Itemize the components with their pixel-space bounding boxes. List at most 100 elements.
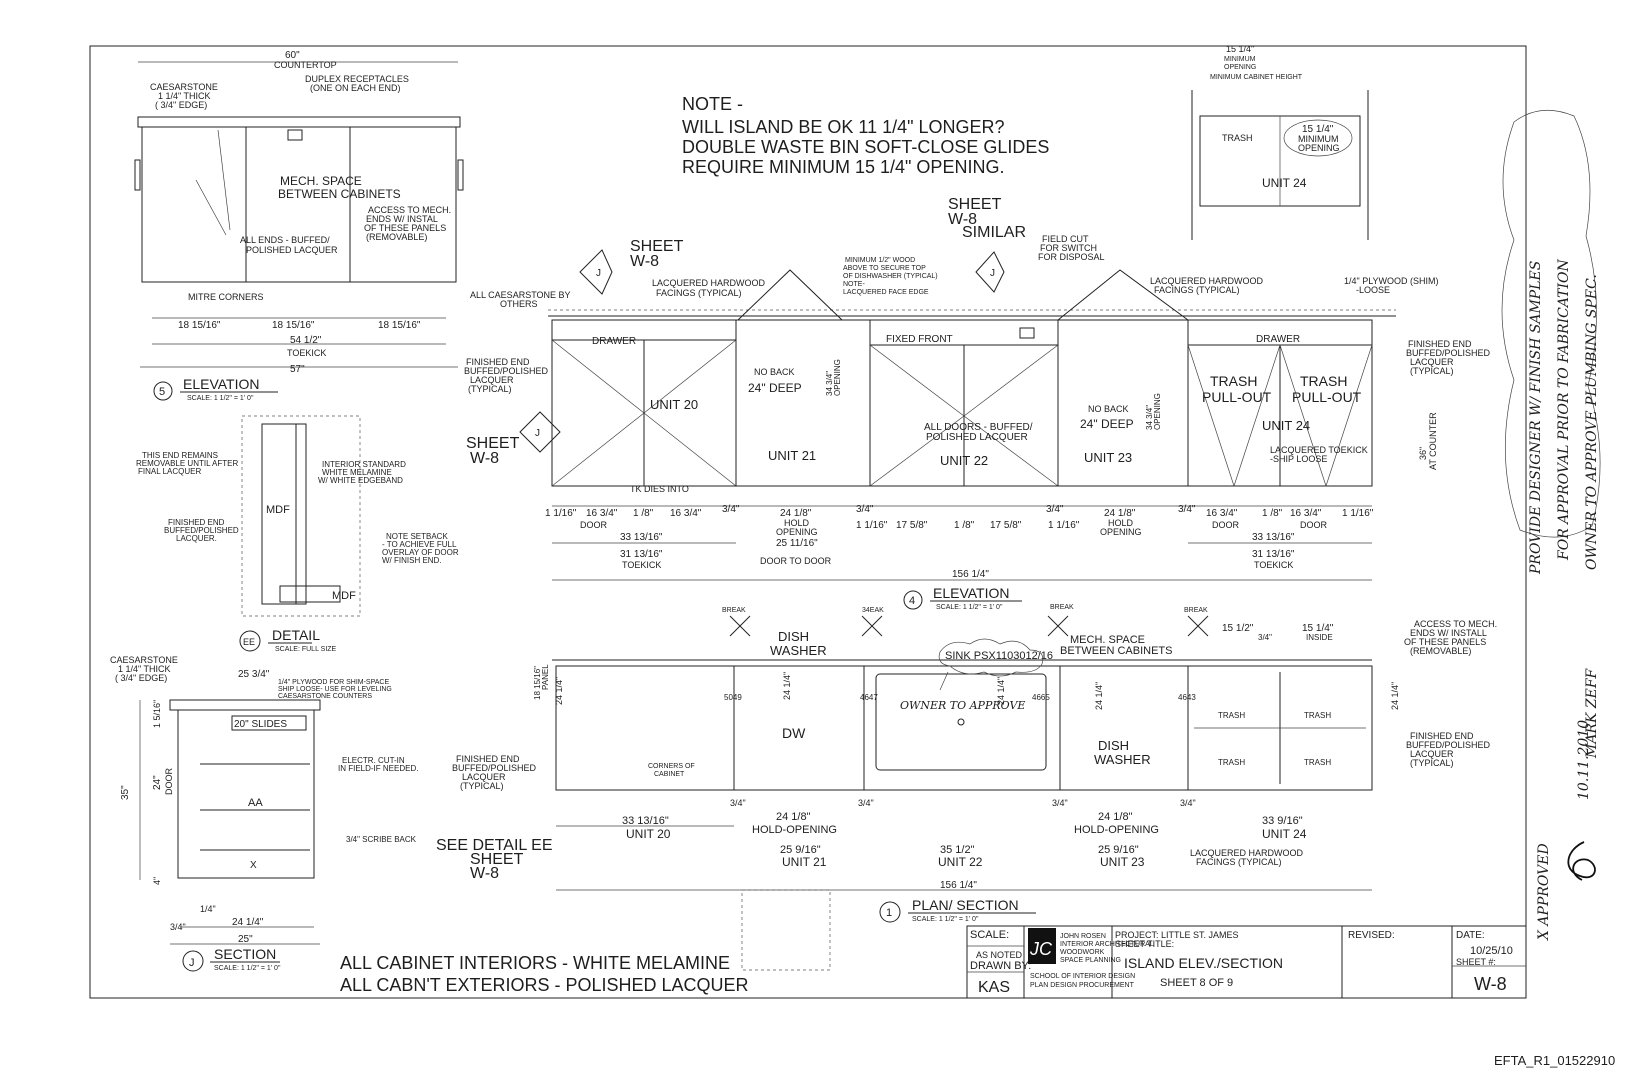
elev4-allcaesar-2: OTHERS [500,299,538,309]
elev4-trash-2a: TRASH [1300,373,1347,389]
trash-d1: 15 1/4" [1226,44,1254,54]
plan-mech-2: BETWEEN CABINETS [1060,645,1172,657]
plan-inside: INSIDE [1306,633,1333,642]
plan-n4: 4643 [1178,693,1196,702]
section-w34: 3/4" [170,922,186,932]
elev5-dim-4: 54 1/2" [290,335,322,346]
detail-setback-1: NOTE SETBACK [386,532,448,541]
elev4-open-2: 34 3/4" [1145,405,1154,430]
plan-lacq-2: FACINGS (TYPICAL) [1196,857,1282,867]
elev4-dim-b: 16 3/4" [586,508,618,519]
detail-fin-3: LACQUER. [176,534,217,543]
section-j: CAESARSTONE 1 1/4" THICK ( 3/4" EDGE) 25… [110,655,418,972]
elev4-drawer-1: DRAWER [592,336,636,347]
elev4-open-2b: OPENING [1153,393,1162,430]
plan-u21-d: UNIT 21 [782,855,827,869]
elev4-min-1: MINIMUM 1/2" WOOD [845,257,915,264]
plan-trash-1: TRASH [1218,711,1245,720]
handwritten-notes: OWNER TO APPROVE PROVIDE DESIGNER W/ FIN… [900,109,1601,941]
elev4-door-1: DOOR [580,520,608,530]
plan-access-1: ACCESS TO MECH. [1414,619,1497,629]
elev4-dim-e: 3/4" [722,504,740,515]
elev4-sheet-2: SHEET [948,196,1002,213]
plan-break-2: 34EAK [862,607,884,614]
plan-corners-1: CORNERS OF [648,763,695,770]
elev5-dim-1: 18 15/16" [178,320,221,331]
elev4-flag-2: J [990,268,995,279]
elev4-dim-o: 3/4" [1178,504,1196,515]
elev5-toekick: TOEKICK [287,348,326,358]
elev5-access-2: ENDS W/ INSTAL [366,214,438,224]
elev4-dim-x: 31 13/16" [1252,549,1295,560]
bottom-note-2: ALL CABN'T EXTERIORS - POLISHED LACQUER [340,975,749,995]
plan-see-3: W-8 [470,865,499,882]
elev4-min-3: OF DISHWASHER (TYPICAL) [843,273,938,280]
plan-s34-b: 3/4" [858,798,874,808]
plan-u21-c: 25 9/16" [780,844,821,856]
elev5-caesar-3: ( 3/4" EDGE) [155,100,207,110]
tb-company-5: SCHOOL OF INTERIOR DESIGN [1030,973,1135,980]
plan-access-3: OF THESE PANELS [1404,637,1486,647]
elev5-scale: SCALE: 1 1/2" = 1' 0" [187,395,254,402]
elevation-4: J SHEET W-8 J SHEET W-8 SIMILAR J SHEET … [464,196,1491,611]
tb-sheet-title-label: SHEET TITLE: [1115,939,1174,949]
section-ply-1: 1/4" PLYWOOD FOR SHIM-SPACE [278,679,389,686]
elev5-access-4: (REMOVABLE) [366,232,427,242]
detail-interior-3: W/ WHITE EDGEBAND [318,476,403,485]
plan-see-2: SHEET [470,851,524,868]
elev4-sheet-3: SHEET [466,435,520,452]
elev4-deep-1: 24" DEEP [748,381,802,395]
section-w1: 1/4" [200,904,216,914]
elev4-tk: TK DIES INTO [630,484,689,494]
plan-dw24: 24 1/4" [782,672,792,700]
hand-owner-approve: OWNER TO APPROVE [900,699,1025,712]
plan-u23-a: 24 1/8" [1098,811,1133,823]
elev4-lacq-1b: FACINGS (TYPICAL) [656,288,742,298]
section-top-dim: 25 3/4" [238,669,270,680]
elev4-dim-h: 1 1/16" [856,520,888,531]
elev4-dim-j: 1 /8" [954,520,975,531]
note-heading: NOTE - [682,94,743,114]
bottom-note-1: ALL CABINET INTERIORS - WHITE MELAMINE [340,953,730,973]
tb-company-2: INTERIOR ARCHITECTURAL [1060,941,1154,948]
elev4-field-3: FOR DISPOSAL [1038,252,1105,262]
elev4-opening-2: OPENING [1100,527,1142,537]
approval-signature [1567,841,1596,881]
footer-id: EFTA_R1_01522910 [1494,1053,1615,1068]
section-w25: 25" [238,934,253,945]
elev4-toekick-1: LACQUERED TOEKICK [1270,445,1368,455]
hand-cloud-2: FOR APPROVAL PRIOR TO FABRICATION [1556,258,1572,561]
elev5-ends-1: ALL ENDS - BUFFED/ [240,235,330,245]
note-block: NOTE - WILL ISLAND BE OK 11 1/4" LONGER?… [682,94,1049,177]
elev4-dim-k: 17 5/8" [990,520,1022,531]
plan-sink: SINK PSX1103012/16 [945,650,1053,662]
trash-d3: OPENING [1224,64,1256,71]
sheet-border [89,45,1527,999]
tb-company-4: SPACE PLANNING [1060,957,1121,964]
elev4-fin-r-1: FINISHED END [1408,339,1472,349]
note-line-1: WILL ISLAND BE OK 11 1/4" LONGER? [682,117,1005,137]
detail-scale: SCALE: FULL SIZE [275,646,337,653]
elev4-field-2: FOR SWITCH [1040,243,1097,253]
section-electr-2: IN FIELD-IF NEEDED. [338,764,418,773]
plan-mech-1: MECH. SPACE [1070,634,1145,646]
elev4-dim-p: 16 3/4" [1206,508,1238,519]
elev4-doors-1: ALL DOORS - BUFFED/ [924,422,1033,433]
plan-d241: 24 1/4" [554,677,564,705]
elev4-dim-n: 24 1/8" [1104,508,1136,519]
detail-remains-2: REMOVABLE UNTIL AFTER [136,459,238,468]
elev4-unit22: UNIT 22 [940,453,988,468]
elev4-noback-2: NO BACK [1088,404,1129,414]
tb-sheet-title: ISLAND ELEV./SECTION [1124,955,1283,971]
elev5-number: 5 [159,386,165,398]
tb-drawn-label: DRAWN BY: [970,960,1031,972]
elev4-door-to-door: DOOR TO DOOR [760,556,832,566]
elev5-title: ELEVATION [183,376,260,392]
elev5-duplex-1: DUPLEX RECEPTACLES [305,74,409,84]
plan-scale: SCALE: 1 1/2" = 1' 0" [912,916,979,923]
elev5-caesar-1: CAESARSTONE [150,82,218,92]
section-h24: 24" [152,775,163,790]
section-aa: AA [248,797,263,809]
trash-c2: MINIMUM [1298,134,1339,144]
